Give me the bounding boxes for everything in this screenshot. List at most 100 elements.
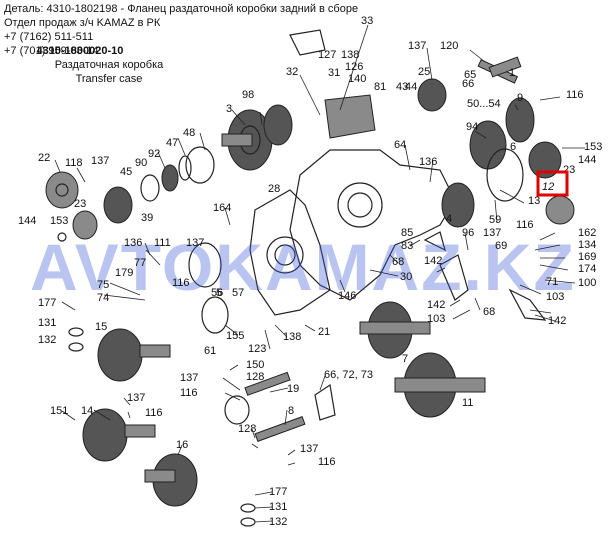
callout-138: 138 (283, 331, 301, 343)
callout-116: 116 (318, 456, 336, 468)
callout-128: 128 (238, 423, 256, 435)
callout-59: 59 (489, 214, 501, 226)
callout-81: 81 (374, 81, 386, 93)
callout-136: 136 (124, 237, 142, 249)
callout-8: 8 (288, 405, 294, 417)
callout-137: 137 (483, 227, 501, 239)
callout-103: 103 (427, 313, 445, 325)
callout-90: 90 (135, 157, 147, 169)
callout-100: 100 (578, 277, 596, 289)
shaft-11 (394, 377, 486, 393)
seal-45 (140, 174, 160, 202)
callout-23: 23 (563, 164, 575, 176)
callout-74: 74 (97, 292, 109, 304)
callout-32: 32 (286, 66, 298, 78)
callout-69: 69 (495, 240, 507, 252)
callout-28: 28 (268, 183, 280, 195)
callout-48: 48 (183, 127, 195, 139)
callout-137: 137 (186, 237, 204, 249)
phone-1: +7 (7162) 511-511 (4, 31, 94, 43)
housing-bore-2 (274, 244, 296, 266)
callout-137: 137 (180, 372, 198, 384)
bearing-25 (417, 78, 447, 112)
flange-22-hub (55, 183, 69, 197)
phone-2: +7 (701) 959-03-14 (4, 45, 99, 57)
shaft-3 (221, 133, 253, 147)
callout-142: 142 (548, 315, 566, 327)
gear-9 (505, 97, 535, 143)
callout-126: 126 (345, 61, 363, 73)
shaft-8 (254, 416, 306, 442)
callout-68: 68 (483, 306, 495, 318)
sales-dept: Отдел продаж з/ч KAMAZ в РК (4, 17, 161, 29)
flange-12 (545, 195, 575, 225)
shaft-19 (244, 371, 291, 396)
callout-66-72-73: 66, 72, 73 (324, 369, 373, 381)
callout-92: 92 (148, 148, 160, 160)
callout-77: 77 (134, 257, 146, 269)
callout-137: 137 (408, 40, 426, 52)
flange-39 (103, 186, 133, 224)
callout-44: 44 (405, 81, 417, 93)
flange-23 (72, 210, 98, 240)
callout-111: 111 (154, 237, 171, 249)
callout-43: 43 (396, 81, 408, 93)
callout-162: 162 (578, 227, 596, 239)
callout-142: 142 (427, 299, 445, 311)
assembly-name-en: Transfer case (75, 73, 143, 85)
callout-6: 6 (510, 141, 516, 153)
fork-68 (439, 254, 469, 301)
callout-118: 118 (65, 157, 83, 169)
callout-45: 45 (120, 166, 132, 178)
callout-142: 142 (424, 255, 442, 267)
callout-3: 3 (226, 103, 232, 115)
callout-56: 56 (211, 287, 223, 299)
callout-146: 146 (338, 290, 356, 302)
callout-94: 94 (466, 121, 478, 133)
callout-83: 83 (401, 240, 413, 252)
callout-4: 4 (446, 213, 452, 225)
callout-140: 140 (348, 73, 366, 85)
callout-85: 85 (401, 227, 413, 239)
ring-131b (240, 503, 256, 513)
callout-155: 155 (226, 330, 244, 342)
callout-7: 7 (402, 353, 408, 365)
callout-12: 12 (542, 181, 554, 193)
callout-164: 164 (213, 202, 231, 214)
callout-47: 47 (166, 137, 178, 149)
callout-61: 61 (204, 345, 216, 357)
callout-134: 134 (578, 239, 596, 251)
assembly-name-ru: Раздаточная коробка (54, 59, 164, 71)
ring-47 (178, 155, 192, 181)
callouts: 33 137 120 138 127 126 140 32 65 25 31 1… (18, 15, 602, 528)
seal-48 (185, 146, 215, 184)
callout-50-54: 50...54 (467, 98, 501, 110)
callout-98: 98 (242, 89, 254, 101)
callout-151: 151 (50, 405, 68, 417)
callout-127: 127 (318, 49, 336, 61)
callout-174: 174 (578, 263, 596, 275)
callout-65: 65 (464, 69, 476, 81)
callout-96: 96 (462, 227, 474, 239)
callout-64: 64 (394, 139, 406, 151)
phone-line: +7 (701) 959-03-144310-1800020-10 (4, 44, 358, 58)
callout-13: 13 (528, 195, 540, 207)
callout-19: 19 (287, 383, 299, 395)
callout-132: 132 (269, 516, 287, 528)
bearing-92 (161, 164, 179, 192)
lever-96 (423, 231, 446, 252)
ring-132b (240, 517, 256, 527)
watermark: AVTOKAMAZ.KZ (30, 230, 576, 304)
callout-116: 116 (180, 387, 198, 399)
callout-25: 25 (418, 66, 430, 78)
header: Деталь: 4310-1802198 - Фланец раздаточно… (4, 2, 358, 86)
callout-144: 144 (578, 154, 596, 166)
callout-153: 153 (584, 141, 602, 153)
callout-177: 177 (38, 297, 56, 309)
callout-11: 11 (462, 397, 473, 409)
pump-14-shaft (124, 424, 156, 438)
ring-13 (486, 148, 524, 202)
callout-1: 1 (509, 67, 515, 79)
callout-30: 30 (400, 271, 412, 283)
